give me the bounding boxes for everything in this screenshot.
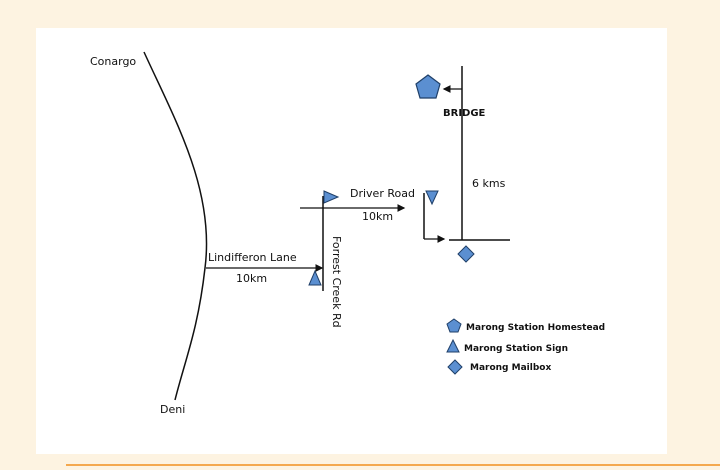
place-label-conargo: Conargo <box>90 55 136 68</box>
road-label-forrest-creek-rd: Forrest Creek Rd <box>330 236 343 328</box>
legend-pentagon-icon <box>446 318 462 333</box>
legend-label-sign: Marong Station Sign <box>464 344 568 354</box>
legend-triangle-icon <box>446 338 460 353</box>
lindifferon-sign-triangle-icon <box>308 269 322 286</box>
legend-label-mailbox: Marong Mailbox <box>470 363 551 373</box>
homestead-pentagon-icon <box>415 74 441 99</box>
legend-diamond-icon <box>447 359 463 375</box>
legend: Marong Station Homestead Marong Station … <box>446 318 605 375</box>
highway-curve <box>143 51 208 401</box>
distance-label-north-road: 6 kms <box>472 177 506 190</box>
driver-road-triangle-icon <box>323 190 340 204</box>
place-label-deni: Deni <box>160 403 185 416</box>
distance-label-driver-road: 10km <box>362 210 393 223</box>
map-panel <box>36 28 667 454</box>
mailbox-diamond-icon <box>457 245 475 263</box>
road-label-lindifferon-lane: Lindifferon Lane <box>208 251 297 264</box>
distance-label-lindifferon: 10km <box>236 272 267 285</box>
place-label-bridge: BRIDGE <box>443 108 486 119</box>
legend-label-homestead: Marong Station Homestead <box>466 323 605 333</box>
bottom-accent-rule <box>66 464 720 466</box>
road-label-driver-road: Driver Road <box>350 187 415 200</box>
junction-triangle-icon <box>425 190 439 206</box>
